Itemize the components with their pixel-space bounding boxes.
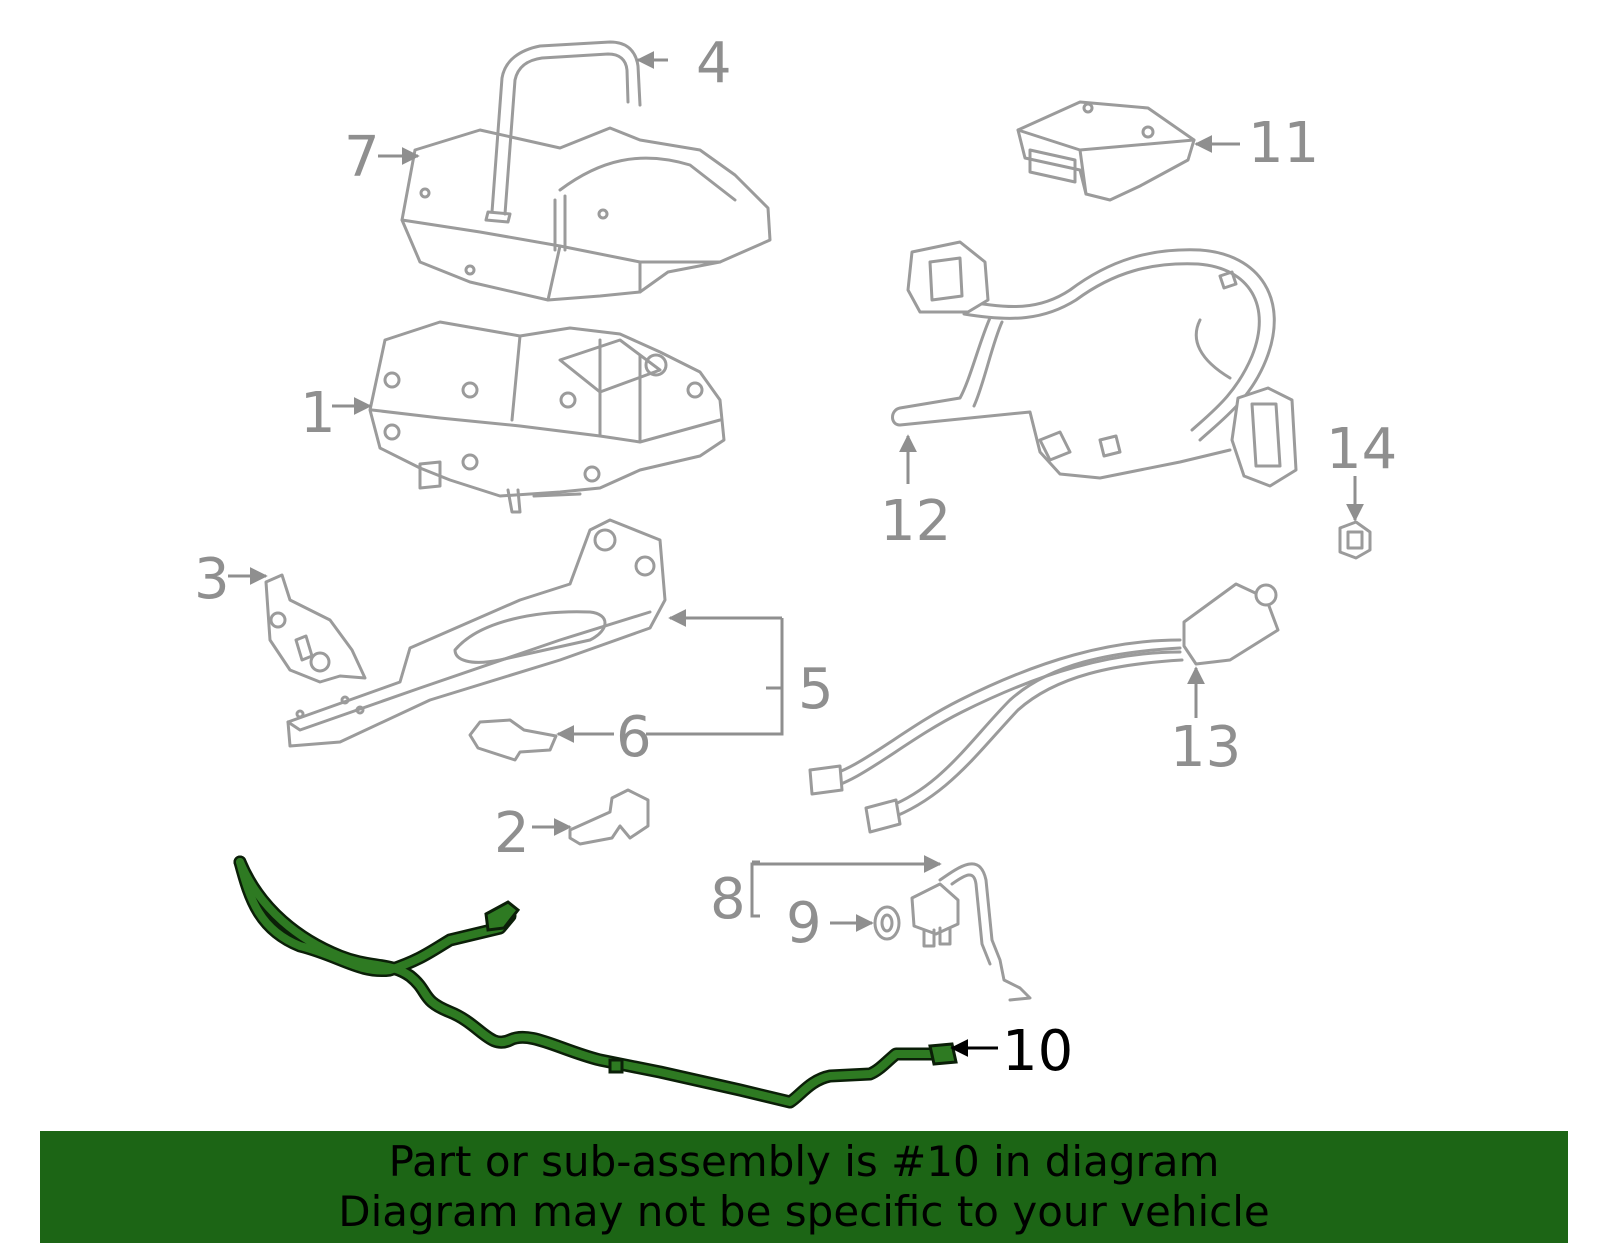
callout-7: 7 bbox=[344, 125, 380, 190]
callout-2: 2 bbox=[494, 801, 530, 866]
callout-6: 6 bbox=[616, 705, 652, 770]
callout-13: 13 bbox=[1170, 715, 1241, 780]
part-6-plate[interactable] bbox=[468, 718, 558, 762]
callouts: 1 2 3 4 5 6 7 8 9 10 11 12 13 14 bbox=[194, 31, 1397, 1084]
callout-9: 9 bbox=[786, 891, 822, 956]
part-7-cover[interactable] bbox=[400, 126, 772, 302]
part-12-harness[interactable] bbox=[891, 240, 1298, 488]
part-13-cable[interactable] bbox=[808, 582, 1280, 834]
callout-1: 1 bbox=[300, 381, 336, 446]
leader-lines bbox=[228, 51, 1364, 1057]
part-3-bracket[interactable] bbox=[264, 573, 367, 684]
part-9-washer[interactable] bbox=[873, 905, 901, 941]
part-4-bracket[interactable] bbox=[484, 40, 642, 224]
callout-4: 4 bbox=[696, 31, 732, 96]
banner-line-1: Part or sub-assembly is #10 in diagram bbox=[388, 1137, 1220, 1186]
part-5-lower-bracket[interactable] bbox=[286, 518, 667, 748]
info-banner: Part or sub-assembly is #10 in diagram D… bbox=[40, 1131, 1568, 1243]
part-10-hose[interactable] bbox=[233, 855, 958, 1109]
part-11-module[interactable] bbox=[1016, 100, 1196, 202]
callout-5: 5 bbox=[798, 657, 834, 722]
callout-10: 10 bbox=[1002, 1019, 1073, 1084]
banner-line-2: Diagram may not be specific to your vehi… bbox=[338, 1187, 1270, 1236]
callout-3: 3 bbox=[194, 547, 230, 612]
part-1-module[interactable] bbox=[368, 320, 726, 514]
callout-8: 8 bbox=[710, 867, 746, 932]
part-14-nut[interactable] bbox=[1338, 520, 1372, 560]
callout-11: 11 bbox=[1248, 111, 1319, 176]
part-2-clip[interactable] bbox=[568, 788, 650, 846]
callout-14: 14 bbox=[1326, 417, 1397, 482]
callout-12: 12 bbox=[880, 489, 951, 554]
part-8-valve[interactable] bbox=[910, 862, 1032, 1002]
